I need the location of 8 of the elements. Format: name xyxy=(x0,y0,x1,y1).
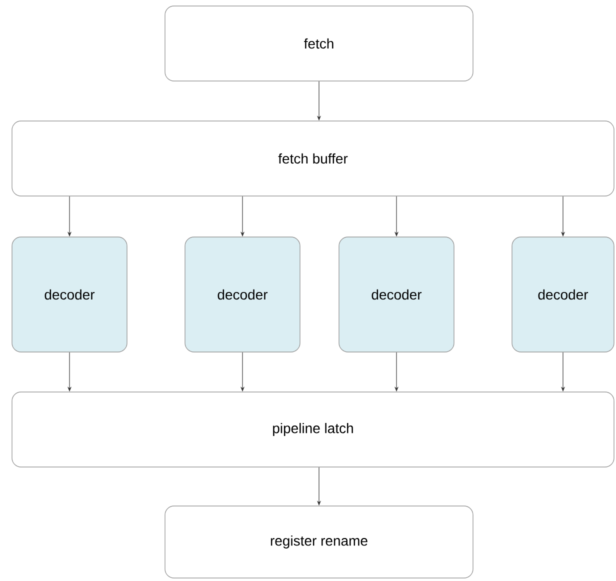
stage-box: fetch buffer xyxy=(12,120,614,196)
stage-box: pipeline latch xyxy=(12,392,614,468)
decoder-box: decoder xyxy=(184,236,300,352)
stage-box: fetch xyxy=(164,6,474,82)
decoder-box: decoder xyxy=(12,236,128,352)
decoder-box: decoder xyxy=(338,236,454,352)
stage-box: register rename xyxy=(164,506,474,578)
decoder-box: decoder xyxy=(512,236,614,352)
